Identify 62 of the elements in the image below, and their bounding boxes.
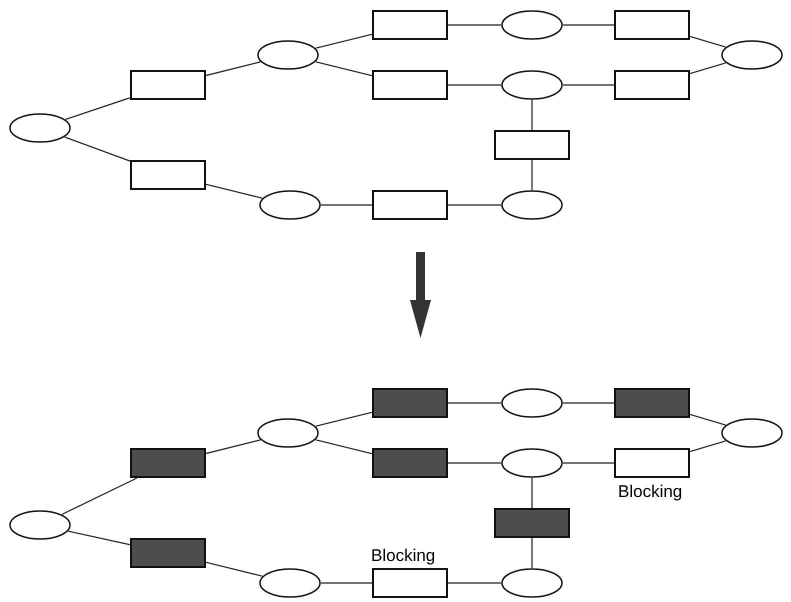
ellipse-node	[501, 568, 563, 598]
process-box	[372, 10, 448, 40]
connector-line	[448, 84, 501, 86]
connector-line	[316, 412, 372, 427]
connector-line	[448, 462, 501, 464]
connector-line	[316, 439, 372, 454]
process-box	[130, 70, 206, 100]
ellipse-node	[259, 190, 321, 220]
connector-line	[316, 34, 372, 49]
connector-line	[68, 530, 130, 546]
ellipse-node	[257, 418, 319, 448]
filled-process-box	[130, 448, 206, 478]
ellipse-node	[501, 10, 563, 40]
connector-line	[316, 61, 372, 76]
process-box	[614, 70, 690, 100]
process-box	[372, 70, 448, 100]
connector-line	[563, 84, 614, 86]
ellipse-node	[259, 568, 321, 598]
ellipse-node	[721, 418, 783, 448]
ellipse-node	[501, 448, 563, 478]
connector-line	[321, 204, 372, 206]
filled-process-box	[130, 538, 206, 568]
connector-line	[690, 36, 726, 48]
ellipse-node	[501, 190, 563, 220]
node-caption: Blocking	[371, 546, 436, 566]
ellipse-node	[501, 70, 563, 100]
connector-line	[206, 439, 261, 454]
process-box	[130, 160, 206, 190]
filled-process-box	[372, 448, 448, 478]
ellipse-node	[9, 510, 71, 540]
connector-line	[531, 478, 533, 508]
ellipse-node	[501, 388, 563, 418]
connector-line	[531, 538, 533, 568]
connector-line	[563, 402, 614, 404]
filled-process-box	[372, 388, 448, 418]
ellipse-node	[257, 40, 319, 70]
connector-line	[448, 402, 501, 404]
connector-line	[690, 62, 726, 74]
connector-line	[321, 582, 372, 584]
connector-line	[448, 582, 501, 584]
connector-line	[62, 477, 138, 515]
connector-line	[448, 204, 501, 206]
connector-line	[563, 462, 614, 464]
ellipse-node	[721, 40, 783, 70]
connector-line	[531, 160, 533, 190]
connector-line	[531, 100, 533, 130]
filled-process-box	[614, 388, 690, 418]
connector-line	[65, 97, 130, 120]
process-box	[372, 190, 448, 220]
connector-line	[64, 136, 130, 162]
connector-line	[563, 24, 614, 26]
connector-line	[690, 414, 726, 426]
connector-line	[206, 184, 262, 199]
connector-line	[448, 24, 501, 26]
connector-line	[690, 440, 726, 452]
ellipse-node	[9, 113, 71, 143]
node-caption: Blocking	[618, 482, 682, 502]
filled-process-box	[494, 508, 570, 538]
process-box	[614, 10, 690, 40]
connector-line	[206, 61, 261, 76]
connector-line	[206, 562, 262, 577]
process-box	[494, 130, 570, 160]
